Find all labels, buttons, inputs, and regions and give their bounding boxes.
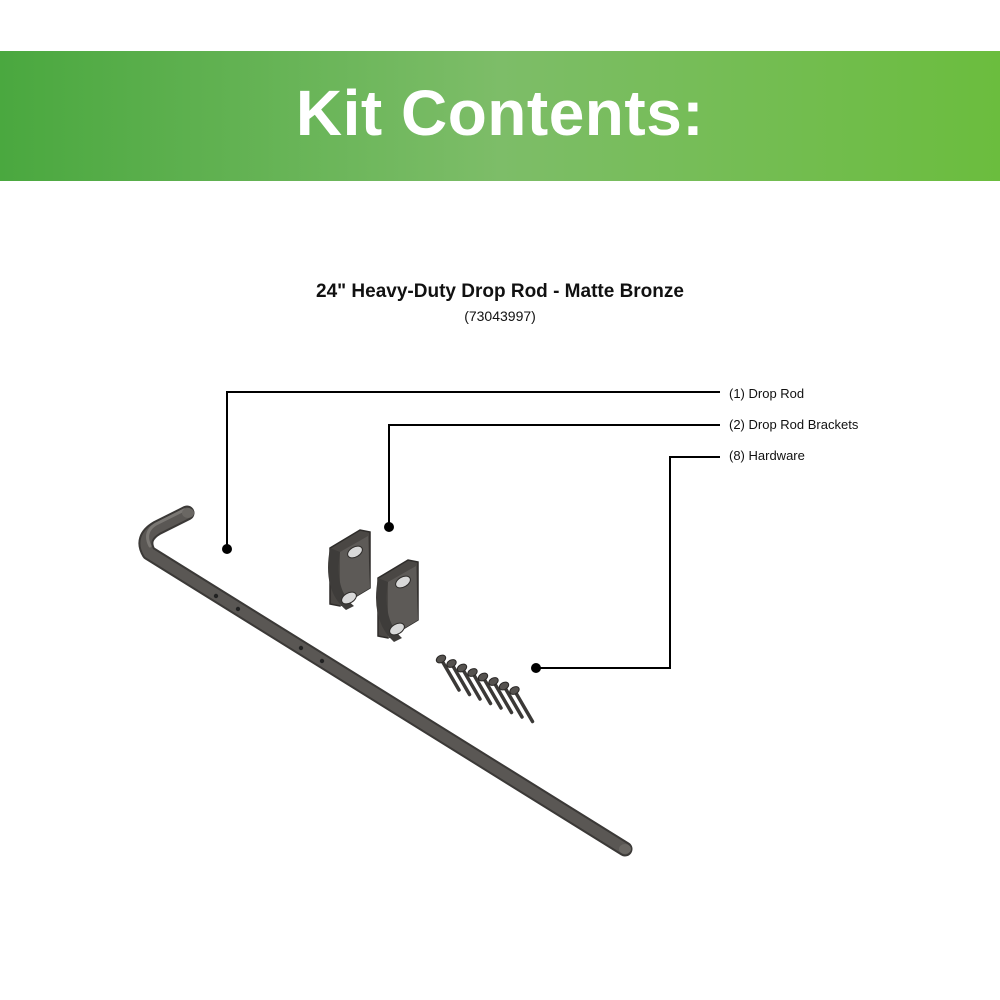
screw bbox=[446, 659, 472, 697]
screw bbox=[435, 654, 461, 692]
product-sku: (73043997) bbox=[464, 308, 536, 324]
drop-rod-bracket-2 bbox=[376, 559, 419, 642]
kit-contents-banner: Kit Contents: bbox=[0, 51, 1000, 181]
screw bbox=[509, 686, 535, 724]
leader-dot-drop-rod bbox=[222, 544, 232, 554]
leader-line-brackets bbox=[388, 424, 720, 527]
leader-lines bbox=[226, 391, 720, 669]
hardware-screws bbox=[435, 654, 535, 724]
screw bbox=[498, 681, 524, 719]
leader-dot-brackets bbox=[384, 522, 394, 532]
banner-title: Kit Contents: bbox=[295, 77, 705, 149]
leader-line-hardware bbox=[536, 456, 720, 669]
item-label-drop-rod-brackets: (2) Drop Rod Brackets bbox=[729, 417, 859, 432]
leader-dot-hardware bbox=[531, 663, 541, 673]
screw bbox=[477, 672, 503, 710]
screw bbox=[456, 663, 482, 701]
item-label-drop-rod: (1) Drop Rod bbox=[729, 386, 805, 401]
item-label-hardware: (8) Hardware bbox=[729, 448, 805, 463]
leader-line-drop-rod bbox=[226, 391, 720, 549]
screw bbox=[488, 677, 514, 715]
screw bbox=[467, 668, 493, 706]
product-title: 24" Heavy-Duty Drop Rod - Matte Bronze bbox=[316, 281, 684, 302]
drop-rod-bracket-1 bbox=[328, 529, 371, 610]
drop-rod-illustration bbox=[138, 505, 633, 857]
